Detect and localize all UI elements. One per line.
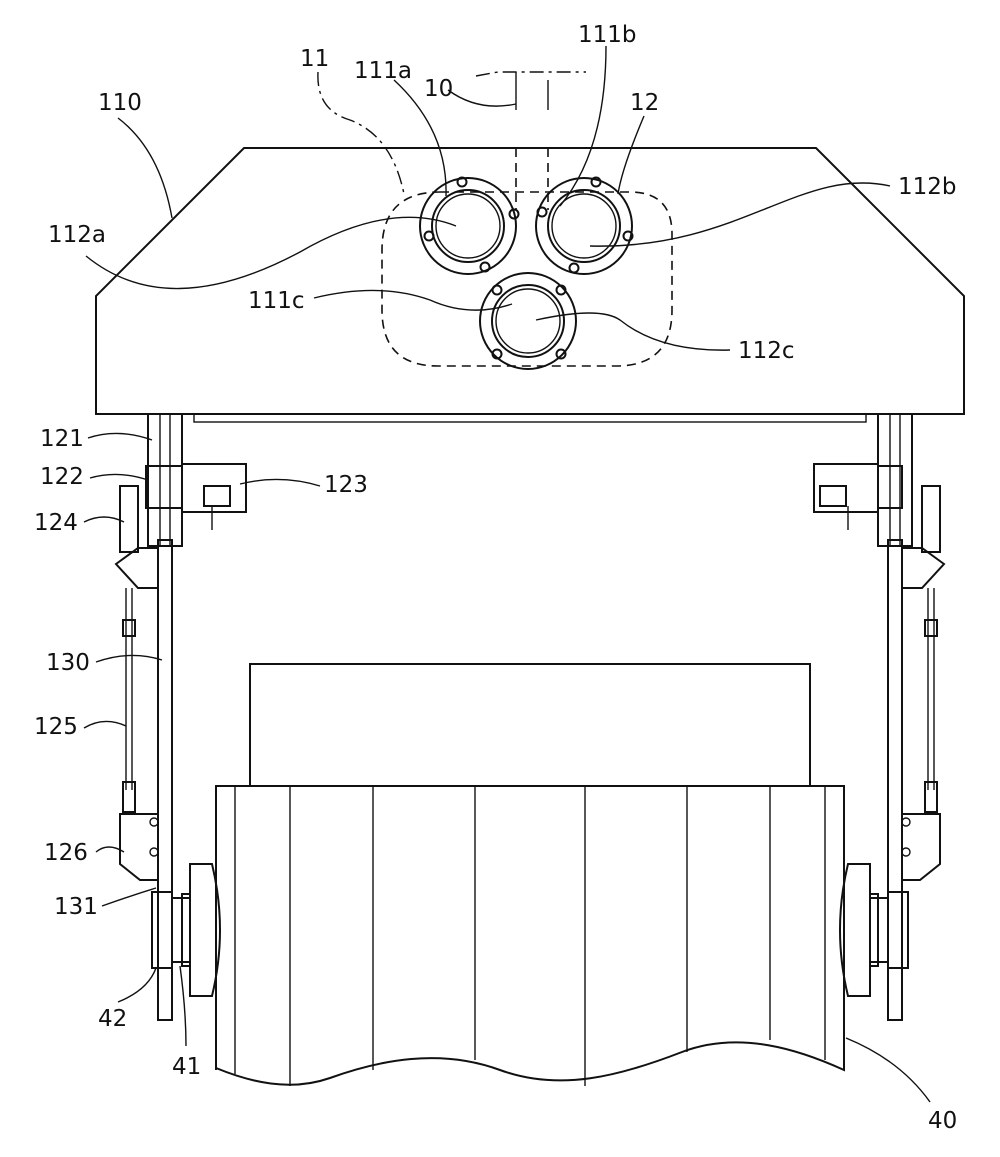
label-42: 42 — [98, 1006, 127, 1032]
label-111a: 111a — [354, 58, 412, 84]
label-130: 130 — [46, 650, 90, 676]
port-112c — [480, 273, 576, 369]
label-121: 121 — [40, 426, 84, 452]
left-support-arm — [116, 414, 246, 1020]
label-111b: 111b — [578, 22, 637, 48]
label-12: 12 — [630, 90, 659, 116]
upper-block — [250, 664, 810, 786]
label-122: 122 — [40, 464, 84, 490]
label-11: 11 — [300, 46, 329, 72]
label-123: 123 — [324, 472, 368, 498]
label-112b: 112b — [898, 174, 957, 200]
label-111c: 111c — [248, 288, 305, 314]
roll-40 — [216, 786, 844, 1086]
label-131: 131 — [54, 894, 98, 920]
centerline-10 — [516, 72, 548, 210]
label-112a: 112a — [48, 222, 106, 248]
label-126: 126 — [44, 840, 88, 866]
label-41: 41 — [172, 1054, 201, 1080]
label-10: 10 — [424, 76, 453, 102]
label-110: 110 — [98, 90, 142, 116]
label-112c: 112c — [738, 338, 795, 364]
label-40: 40 — [928, 1108, 957, 1134]
label-125: 125 — [34, 714, 78, 740]
label-124: 124 — [34, 510, 78, 536]
right-support-arm — [814, 414, 944, 1020]
leader-lines — [84, 46, 930, 1102]
